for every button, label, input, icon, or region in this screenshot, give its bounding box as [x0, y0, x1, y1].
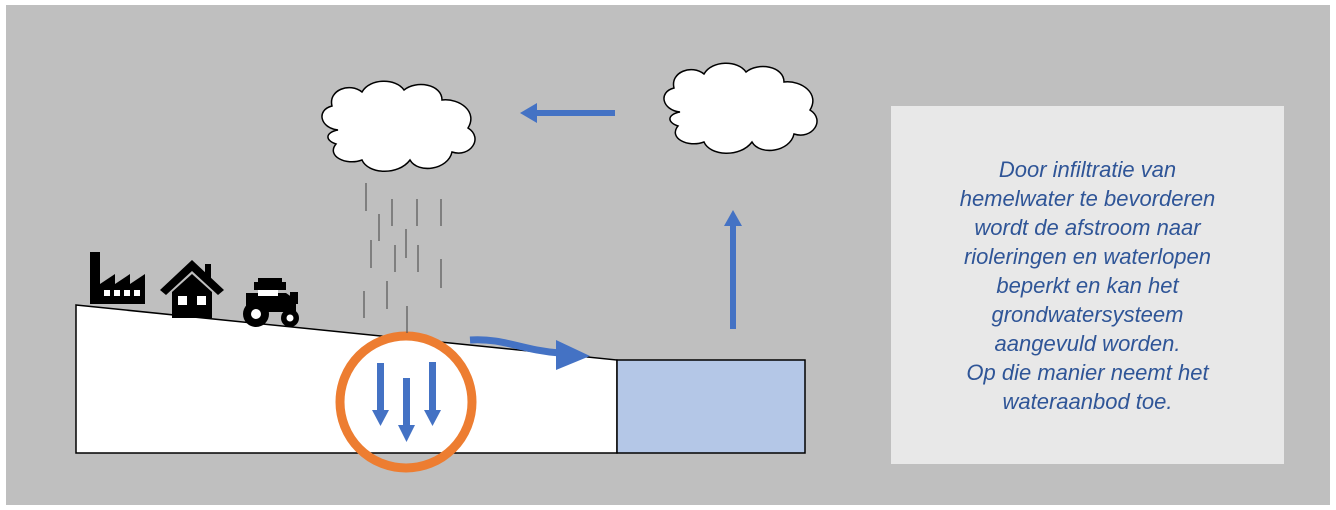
- cloud-icon: [663, 62, 818, 154]
- infiltration-arrows: [372, 362, 441, 442]
- cloud-icon: [321, 80, 476, 172]
- info-text-line: hemelwater te bevorderen: [959, 185, 1216, 211]
- water-body: [616, 359, 806, 454]
- info-text-line: wordt de afstroom naar: [974, 214, 1201, 240]
- cloud-transport-arrow: [520, 103, 615, 123]
- info-text-line: wateraanbod toe.: [1002, 388, 1173, 414]
- runoff-arrow: [469, 336, 590, 370]
- house-icon: [160, 260, 224, 318]
- infiltration-arrow: [372, 363, 389, 426]
- info-text-line: beperkt en kan het: [996, 272, 1179, 298]
- rain-icon: [363, 183, 442, 333]
- info-text-line: rioleringen en waterlopen: [963, 243, 1212, 269]
- tractor-icon: [243, 278, 299, 327]
- infiltration-arrow: [424, 362, 441, 426]
- info-text-line: Op die manier neemt het: [966, 359, 1209, 385]
- info-text-box: Door infiltratie van hemelwater te bevor…: [891, 106, 1284, 464]
- evaporation-arrow: [724, 210, 742, 329]
- info-text-line: aangevuld worden.: [994, 330, 1181, 356]
- info-text-line: Door infiltratie van: [998, 156, 1177, 182]
- factory-icon: [90, 252, 145, 304]
- infiltration-highlight-ring: [335, 331, 477, 473]
- info-text-line: grondwatersysteem: [991, 301, 1184, 327]
- infiltration-arrow: [398, 378, 415, 442]
